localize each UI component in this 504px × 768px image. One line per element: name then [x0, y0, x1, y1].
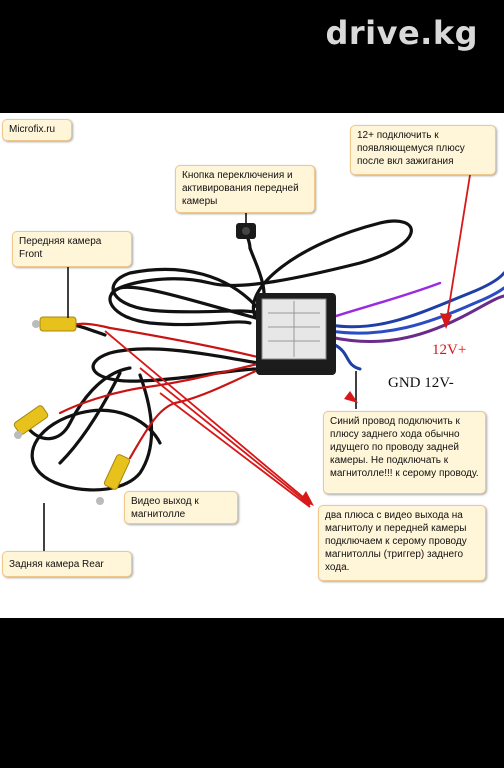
callout-ignition: 12+ подключить к появляющемуся плюсу пос…: [350, 125, 496, 175]
red-arrowheads: [300, 313, 452, 506]
callout-blue-wire: Синий провод подключить к плюсу заднего …: [323, 411, 486, 494]
wiring-illustration: [13, 174, 504, 551]
wiring-diagram: Microfix.ru 12+ подключить к появляющему…: [0, 113, 504, 618]
callout-video-out: Видео выход к магнитолле: [124, 491, 238, 524]
callout-front-camera: Передняя камера Front: [12, 231, 132, 267]
callout-rear-camera: Задняя камера Rear: [2, 551, 132, 577]
black-cables: [26, 219, 413, 492]
pointer-lines: [43, 205, 357, 551]
rca-connectors: [13, 316, 131, 505]
control-box: [256, 293, 336, 375]
switch-button: [236, 223, 256, 239]
red-arrows: [104, 174, 471, 508]
watermark-logo: drive.kg: [325, 14, 478, 52]
label-gnd: GND 12V-: [388, 375, 454, 391]
callout-switch-button: Кнопка переключения и активирования пере…: [175, 165, 315, 213]
callout-two-plus: два плюса с видео выхода на магнитолу и …: [318, 505, 486, 581]
power-bundle: [328, 271, 504, 371]
callout-site: Microfix.ru: [2, 119, 72, 141]
label-12v-plus: 12V+: [432, 342, 467, 358]
red-wires: [58, 322, 264, 460]
